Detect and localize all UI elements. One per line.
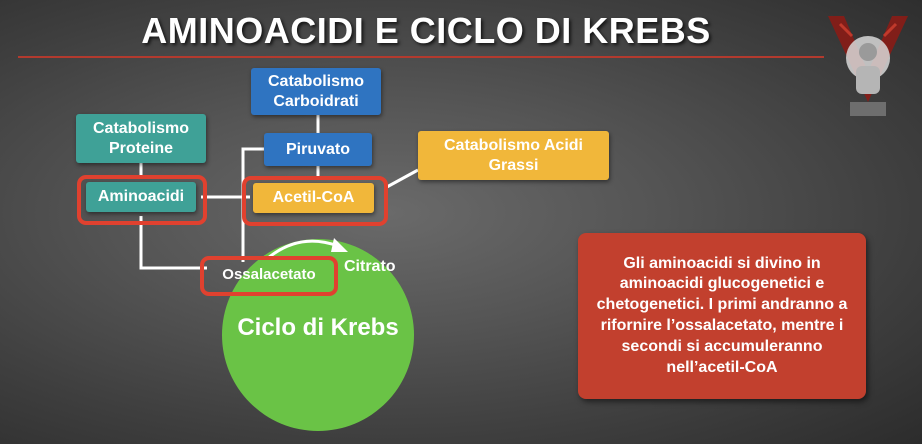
node-acetil-coa: Acetil-CoA [253,183,374,213]
connector-piruvato-ossalacetato [241,147,264,262]
note-box: Gli aminoacidi si divino in aminoacidi g… [578,233,866,399]
node-label: Catabolismo Carboidrati [267,73,364,110]
node-catabolismo-acidi-grassi: Catabolismo Acidi Grassi [418,131,609,180]
university-logo-icon [828,16,908,116]
node-label: Catabolismo Acidi Grassi [444,137,583,174]
node-aminoacidi: Aminoacidi [86,182,196,212]
krebs-cycle-label: Ciclo di Krebs [237,314,399,341]
node-label: Acetil-CoA [272,189,355,207]
highlight-acetil-coa [242,176,388,226]
node-citrato: Citrato [344,258,396,275]
node-piruvato: Piruvato [264,133,372,166]
node-label: Piruvato [285,140,350,158]
connector-grassi-acetilcoa [384,168,419,190]
node-label: Aminoacidi [97,188,185,206]
krebs-cycle-circle [222,239,414,431]
node-ossalacetato: Ossalacetato [222,265,316,283]
highlight-aminoacidi [77,175,207,225]
title-divider [18,56,824,58]
note-text: Gli aminoacidi si divino in aminoacidi g… [596,254,848,376]
node-catabolismo-proteine: Catabolismo Proteine [76,114,206,163]
connector-aminoacidi-ossalacetato [139,216,207,270]
slide-title: AMINOACIDI E CICLO DI KREBS [141,10,711,51]
node-catabolismo-carboidrati: Catabolismo Carboidrati [251,68,381,115]
node-label: Catabolismo Proteine [92,120,189,157]
highlight-ossalacetato [200,256,338,296]
